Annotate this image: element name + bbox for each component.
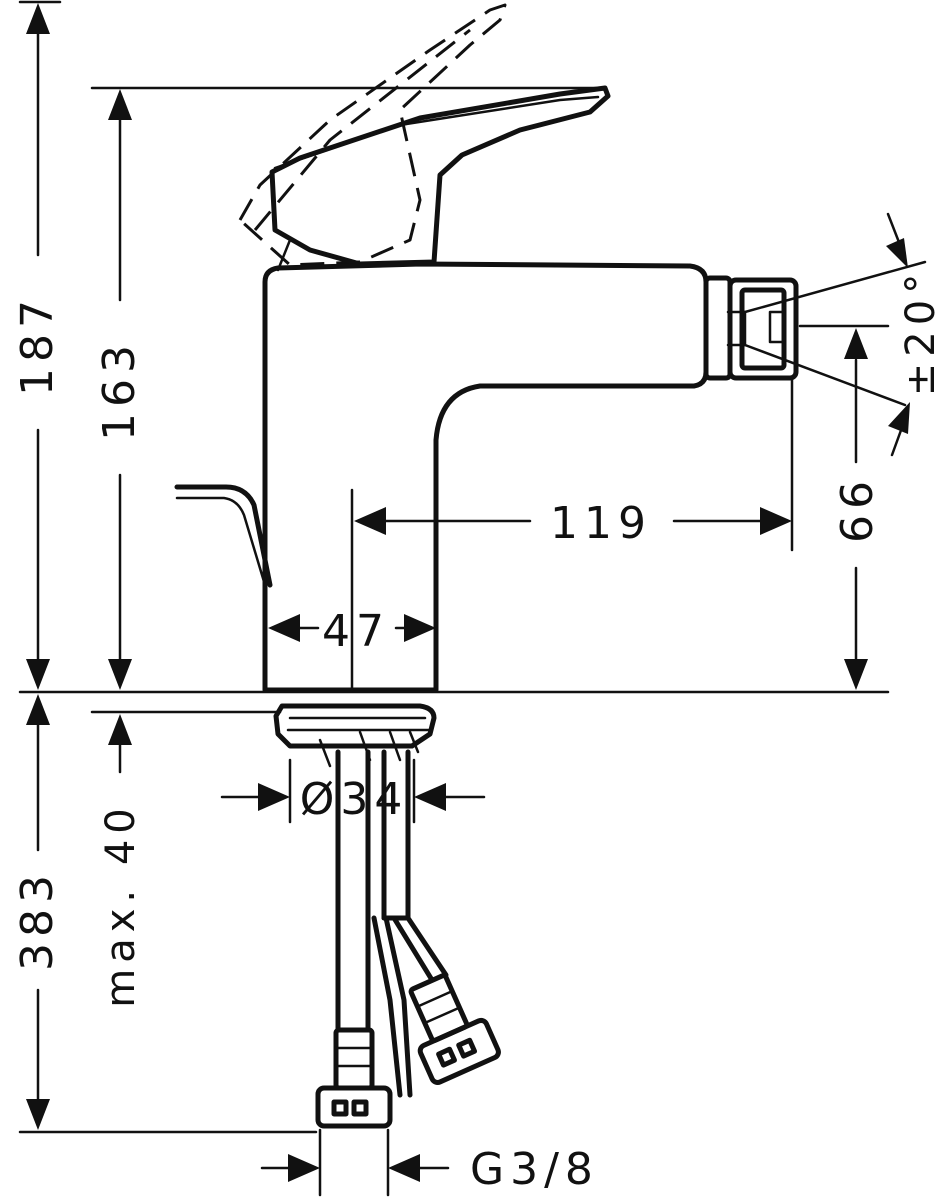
dim-spout-angle bbox=[743, 212, 927, 457]
pop-up-waste-rod bbox=[174, 484, 273, 588]
lever-handle-neck bbox=[276, 238, 292, 272]
spout-aerator bbox=[703, 275, 799, 381]
pop-up-waste-rod-lower bbox=[175, 496, 267, 587]
label-below-deck-length: 383 bbox=[12, 869, 63, 971]
dim-below-deck-length bbox=[18, 694, 318, 1134]
dim-shank-diameter bbox=[220, 758, 486, 824]
lever-raised-inner bbox=[253, 28, 471, 231]
dim-total-height bbox=[18, 0, 62, 690]
hose-middle bbox=[371, 915, 403, 1098]
label-max-deck-thickness: max. 40 bbox=[98, 802, 144, 1007]
lever-raised-position bbox=[238, 3, 507, 267]
hose-fitting-left bbox=[315, 1027, 393, 1129]
dim-spout-height bbox=[798, 324, 890, 690]
dim-lever-height bbox=[90, 86, 607, 690]
hose-fitting-right bbox=[408, 973, 501, 1085]
mounting-nut bbox=[273, 703, 437, 768]
lever-handle bbox=[269, 85, 611, 267]
mixer-outline bbox=[18, 3, 890, 1129]
dim-max-deck-thickness bbox=[90, 710, 282, 774]
dim-spout-projection bbox=[354, 376, 794, 552]
dimension-lines bbox=[18, 0, 927, 1197]
hose-right bbox=[391, 915, 435, 983]
dim-connection-thread bbox=[260, 1128, 450, 1197]
dim-body-width bbox=[268, 488, 436, 692]
label-spout-projection: 119 bbox=[550, 498, 652, 549]
label-spout-angle: ±20° bbox=[898, 268, 944, 396]
lever-handle-top-edge bbox=[273, 95, 600, 170]
label-spout-height: 99 bbox=[829, 481, 880, 549]
supply-hoses bbox=[335, 749, 449, 1098]
dimension-labels: 187 163 383 max. 40 47 119 99 ±20° Ø34 G… bbox=[12, 268, 944, 1195]
label-connection-thread: G3/8 bbox=[470, 1144, 599, 1195]
label-total-height: 187 bbox=[12, 294, 63, 396]
label-lever-height: 163 bbox=[94, 339, 145, 441]
label-body-width: 47 bbox=[322, 606, 390, 657]
label-shank-diameter: Ø34 bbox=[300, 774, 409, 825]
